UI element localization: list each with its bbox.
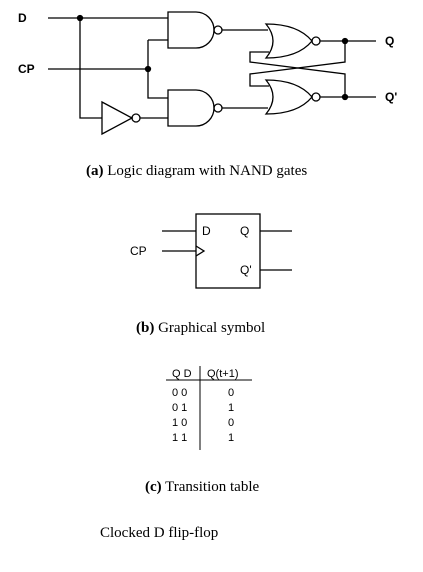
nand-gate-1-bubble [213,25,223,35]
clock-triangle [195,245,206,257]
inverter-gate [101,100,134,136]
table-row-qd: 0 0 [172,387,187,399]
symbol-pin-cp: CP [130,244,147,258]
transition-table-lines [166,366,252,450]
caption-a-text: Logic diagram with NAND gates [107,163,308,179]
caption-c: (c) Transition table [145,479,259,496]
table-header-qd: Q D [172,368,192,380]
nand-gate-1 [167,11,215,49]
nand-gate-3 [264,23,313,59]
table-row-qd: 1 0 [172,417,187,429]
caption-b-label: (b) [136,320,155,336]
logic-diagram [48,11,376,136]
caption-a-label: (a) [86,163,104,179]
symbol-pin-d: D [202,224,211,238]
label-cp: CP [18,62,35,76]
nand-gate-2-bubble [213,103,223,113]
symbol-pin-q-bar: Q' [240,263,252,277]
caption-c-text: Transition table [165,479,260,495]
nand-gate-4 [264,79,313,115]
nand-gate-4-bubble [311,92,321,102]
figure-title: Clocked D flip-flop [100,525,219,541]
table-header-next: Q(t+1) [207,368,238,380]
table-row-qd: 0 1 [172,402,187,414]
wire-d-down [79,18,102,119]
feedback-q [249,41,346,87]
label-q: Q [385,34,394,48]
caption-b-text: Graphical symbol [158,320,266,336]
table-row-next: 0 [228,387,234,399]
nand-gate-2 [167,89,215,127]
table-row-qd: 1 1 [172,432,187,444]
wire-cp-up [147,40,168,99]
feedback-qbar [249,51,346,97]
label-q-bar: Q' [385,90,397,104]
graphical-symbol [162,213,292,289]
table-row-next: 1 [228,432,234,444]
label-d: D [18,11,27,25]
table-row-next: 0 [228,417,234,429]
caption-a: (a) Logic diagram with NAND gates [86,163,307,180]
symbol-pin-q: Q [240,224,249,238]
caption-c-label: (c) [145,479,162,495]
caption-b: (b) Graphical symbol [136,320,265,337]
nand-gate-3-bubble [311,36,321,46]
table-row-next: 1 [228,402,234,414]
